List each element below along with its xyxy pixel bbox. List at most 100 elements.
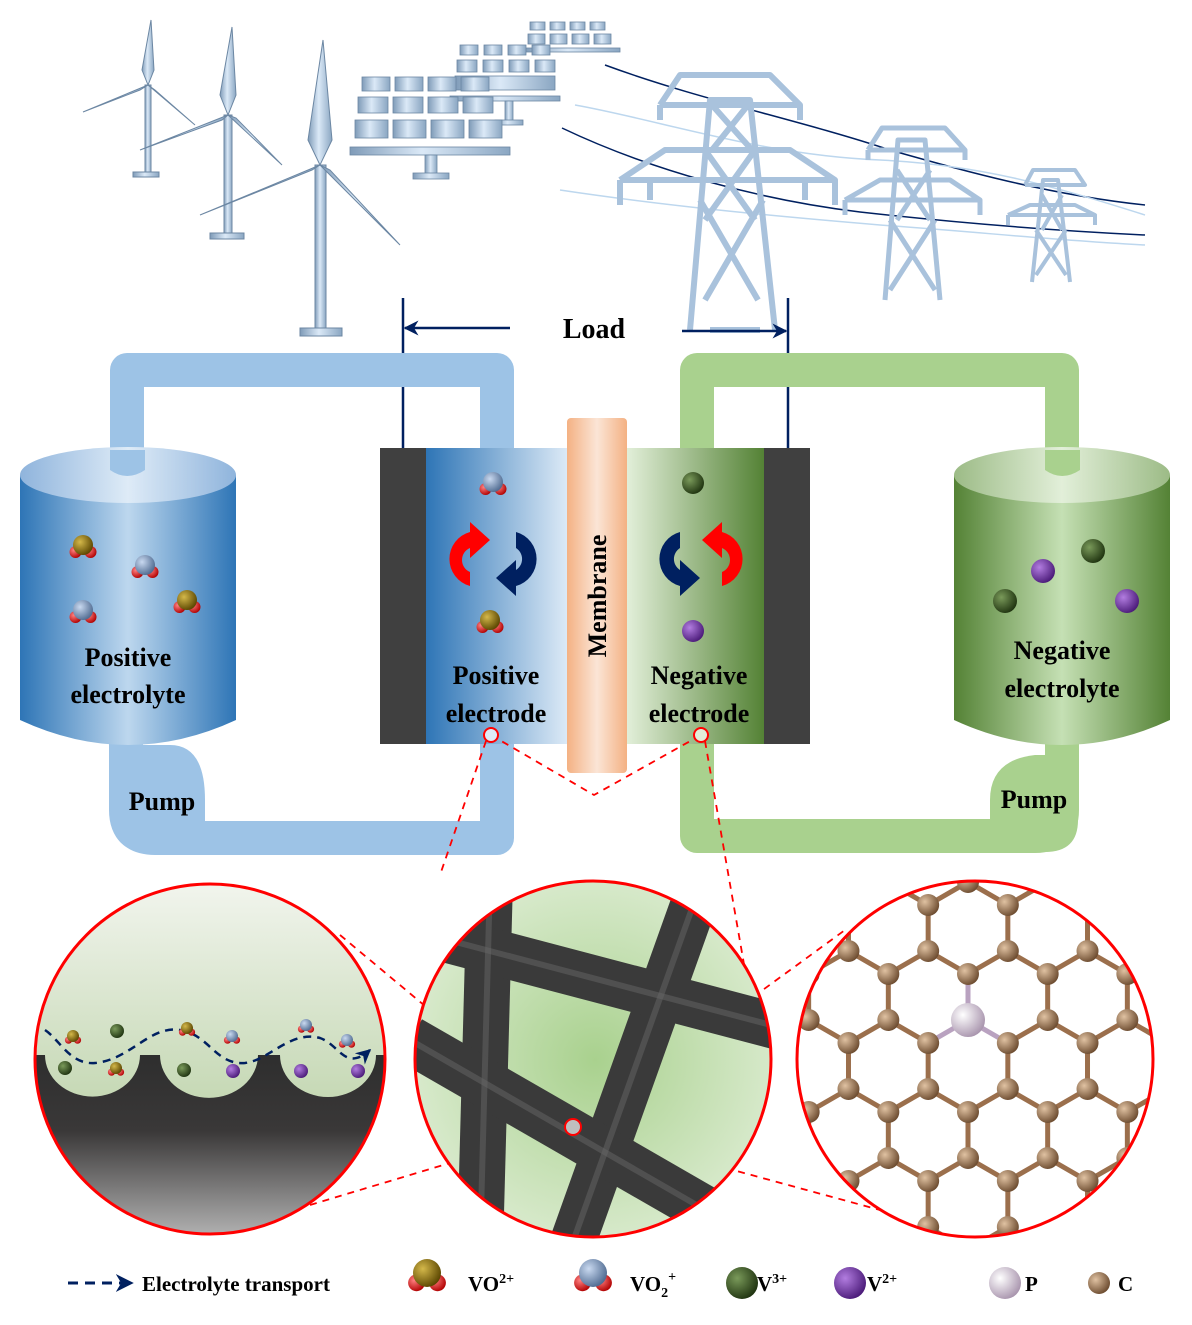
- carbon-atom-icon: [957, 733, 979, 755]
- carbon-atom-icon: [1076, 940, 1099, 962]
- bond: [1167, 882, 1192, 905]
- negative-pump-icon: [990, 755, 1078, 852]
- carbon-atom-icon: [559, 825, 581, 847]
- carbon-atom-icon: [837, 756, 859, 778]
- carbon-atom-icon: [1036, 881, 1059, 893]
- legend-item-v3: V3+: [757, 1272, 787, 1296]
- carbon-atom-icon: [1156, 1216, 1178, 1238]
- positive-current-collector: [380, 448, 426, 744]
- carbon-atom-icon: [917, 1078, 940, 1100]
- carbon-atom-icon: [917, 1170, 940, 1192]
- carbon-atom-icon: [1077, 756, 1099, 778]
- bond: [530, 813, 570, 836]
- carbon-atom-icon: [877, 733, 899, 755]
- negative-electrode-label-line1: Negative: [651, 661, 748, 690]
- bond: [729, 1227, 769, 1250]
- bond: [968, 1296, 1008, 1319]
- carbon-atom-icon: [1116, 825, 1138, 847]
- bond: [888, 675, 928, 698]
- bond: [689, 1296, 729, 1319]
- carbon-atom-icon: [1156, 940, 1178, 962]
- bond: [729, 882, 769, 905]
- bond: [689, 1227, 729, 1250]
- bond: [809, 675, 849, 698]
- carbon-atom-icon: [1077, 802, 1099, 824]
- bond: [1088, 744, 1128, 767]
- bond: [848, 675, 888, 698]
- load-label: Load: [563, 314, 626, 345]
- bond: [1127, 813, 1167, 836]
- carbon-atom-icon: [877, 963, 900, 985]
- carbon-atom-icon: [917, 1308, 939, 1325]
- v3-ion-icon: [58, 1061, 72, 1075]
- positive-electrolyte-tank: Positive electrolyte: [20, 447, 236, 745]
- v3-ion-icon: [682, 472, 704, 494]
- legend-item-vo2plus: VO2+: [468, 1272, 514, 1296]
- carbon-atom-icon: [758, 894, 780, 916]
- bond: [1048, 1296, 1088, 1319]
- v3-ion-icon: [177, 1063, 191, 1077]
- carbon-atom-icon: [1037, 1239, 1059, 1261]
- bond: [797, 881, 810, 908]
- carbon-atom-icon: [957, 1239, 979, 1261]
- carbon-atom-icon: [917, 664, 939, 686]
- carbon-atom-icon: [798, 1285, 820, 1307]
- bond: [1167, 675, 1192, 698]
- legend-label: Electrolyte transport: [142, 1272, 330, 1296]
- bond: [729, 744, 769, 767]
- carbon-atom-icon: [877, 1101, 900, 1123]
- positive-pump-label: Pump: [129, 787, 195, 816]
- carbon-atom-icon: [758, 1216, 780, 1238]
- bond: [1167, 1227, 1192, 1250]
- legend-item-electrolyte-transport: Electrolyte transport: [68, 1272, 330, 1296]
- carbon-atom-icon: [1076, 894, 1099, 916]
- carbon-atom-icon: [837, 1308, 859, 1325]
- carbon-atom-icon: [1156, 1032, 1178, 1054]
- carbon-atom-icon: [1036, 1009, 1059, 1031]
- bond: [1046, 1224, 1089, 1237]
- carbon-atom-icon: [1156, 802, 1178, 824]
- bond: [1167, 1296, 1192, 1319]
- membrane: [567, 418, 627, 773]
- carbon-atom-icon: [638, 825, 660, 847]
- load-circuit: Load: [401, 298, 790, 452]
- bond: [809, 1296, 849, 1319]
- carbon-atom-icon: [1036, 1147, 1059, 1169]
- carbon-atom-icon: [917, 940, 940, 962]
- bond: [689, 882, 729, 905]
- carbon-atom-icon: [837, 940, 860, 962]
- carbon-atom-icon: [797, 881, 820, 893]
- carbon-atom-icon: [1077, 1308, 1099, 1325]
- vo2-ion-molecule-icon: [297, 1019, 315, 1033]
- zoom-origin-marker: [693, 727, 709, 743]
- positive-electrode-label-line2: electrode: [446, 699, 547, 728]
- zoom-view-p-doped-graphene: [519, 664, 1192, 1325]
- zoom-view-electrode-surface: [33, 882, 387, 1236]
- carbon-atom-icon: [519, 756, 541, 778]
- zoom-origin-marker: [483, 727, 499, 743]
- carbon-atom-icon: [837, 1170, 860, 1192]
- v2-ion-icon: [351, 1064, 365, 1078]
- bond: [1126, 1224, 1153, 1237]
- legend-item-vo2-ion: VO2+: [630, 1270, 676, 1301]
- bond: [609, 1296, 649, 1319]
- carbon-atom-icon: [598, 1308, 620, 1325]
- electrolyte-transport-path: [44, 1028, 372, 1065]
- carbon-atom-icon: [1037, 1285, 1059, 1307]
- p-legend-icon: [989, 1267, 1021, 1299]
- bond: [1167, 1158, 1192, 1181]
- v2-ion-icon: [682, 620, 704, 642]
- phosphorus-atom-icon: [951, 1003, 985, 1037]
- carbon-atom-icon: [797, 963, 820, 985]
- legend-label: VO2+: [630, 1270, 676, 1301]
- carbon-atom-icon: [1156, 1078, 1178, 1100]
- carbon-atom-icon: [957, 1147, 979, 1169]
- carbon-atom-icon: [678, 1216, 700, 1238]
- bond: [848, 1296, 888, 1319]
- carbon-atom-icon: [997, 1308, 1019, 1325]
- bond: [649, 1227, 689, 1250]
- bond: [809, 744, 849, 767]
- v2-legend-icon: [834, 1267, 866, 1299]
- vo2-ion-molecule-icon: [223, 1030, 241, 1044]
- carbon-atom-icon: [678, 1308, 700, 1325]
